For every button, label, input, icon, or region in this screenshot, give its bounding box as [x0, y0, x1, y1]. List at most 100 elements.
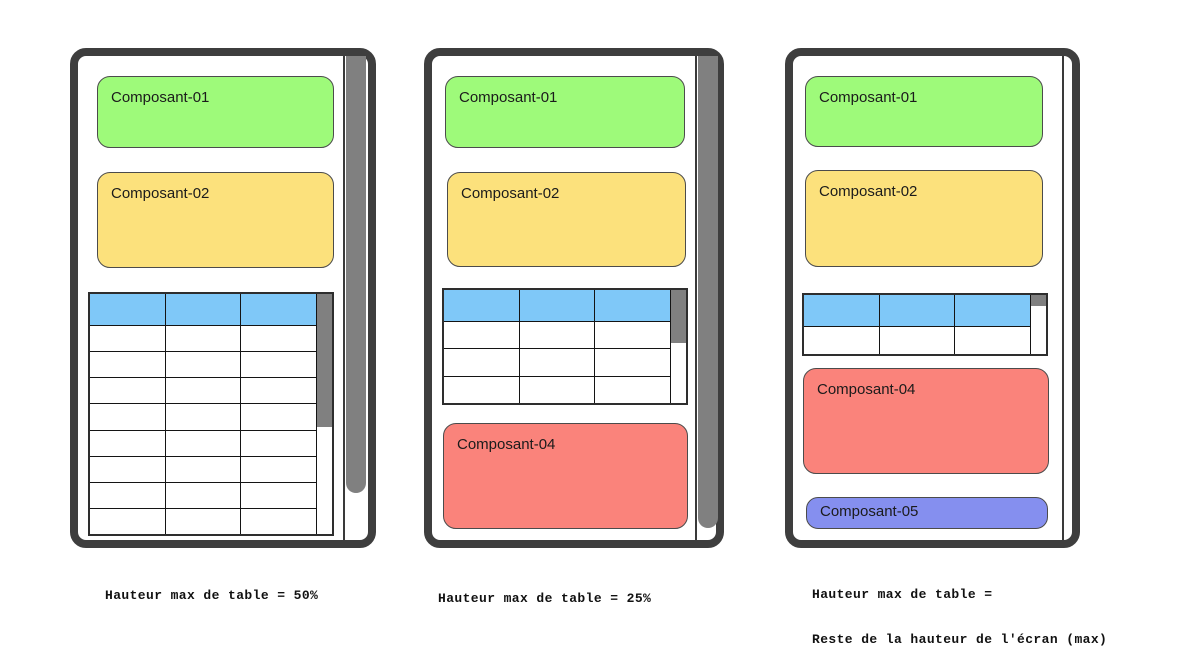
table-cell [444, 349, 519, 375]
table-cell [90, 431, 165, 456]
table-cell [90, 483, 165, 508]
table-cell [444, 377, 519, 403]
phone-frame-rest: Composant-01 Composant-02 Composant-04 C… [785, 48, 1080, 548]
table-header-cell [954, 295, 1030, 326]
table-row [90, 481, 316, 508]
table-header-cell [804, 295, 879, 326]
table-cell [240, 326, 316, 352]
table-cell [164, 430, 241, 456]
table-cell [240, 508, 316, 534]
table-cell [518, 322, 595, 349]
component-label: Composant-02 [111, 185, 210, 202]
caption-rest: Hauteur max de table = Reste de la haute… [812, 557, 1107, 662]
table-row [804, 326, 1030, 354]
phone-frame-50: Composant-01 Composant-02 [70, 48, 376, 548]
component-label: Composant-01 [459, 89, 558, 106]
table-cell [240, 352, 316, 378]
table-cell [240, 456, 316, 482]
table-cell [90, 378, 165, 403]
table-row [90, 455, 316, 482]
table-row [444, 321, 670, 349]
table-header-cell [594, 290, 670, 321]
table-cell [90, 457, 165, 482]
component-label: Composant-05 [820, 503, 919, 520]
wireframe-table [802, 293, 1048, 356]
table-cell [90, 326, 165, 351]
table-header-cell [90, 294, 165, 325]
table-cell [594, 322, 670, 349]
component-label: Composant-04 [817, 381, 916, 398]
screen-content: Composant-01 Composant-02 Composant-04 [432, 56, 718, 540]
table-cell [164, 352, 241, 378]
table-cell [90, 509, 165, 534]
component-box-04: Composant-04 [443, 423, 688, 529]
table-header-row [90, 294, 316, 325]
table-cell [90, 352, 165, 377]
table-cell [594, 376, 670, 403]
caption-line: Hauteur max de table = 50% [105, 588, 319, 603]
wireframe-table [442, 288, 688, 405]
table-cell [164, 456, 241, 482]
component-box-02: Composant-02 [97, 172, 334, 268]
table-header-cell [878, 295, 955, 326]
scrollbar-track-divider [343, 56, 345, 540]
component-box-04: Composant-04 [803, 368, 1049, 474]
table-header-row [804, 295, 1030, 326]
caption-line: Hauteur max de table = 25% [438, 591, 652, 606]
scrollbar-track-divider [695, 56, 697, 540]
table-cell [878, 327, 955, 354]
table-cell [240, 378, 316, 404]
table-scrollbar-thumb [671, 290, 686, 343]
table-row [90, 507, 316, 534]
caption-25: Hauteur max de table = 25% [438, 561, 651, 621]
component-box-05: Composant-05 [806, 497, 1048, 529]
table-cell [518, 376, 595, 403]
component-box-01: Composant-01 [445, 76, 685, 148]
table-scrollbar-track [670, 290, 686, 403]
screen-scrollbar-thumb [346, 56, 366, 493]
component-box-02: Composant-02 [805, 170, 1043, 267]
table-header-cell [518, 290, 595, 321]
table-cell [518, 349, 595, 376]
table-grid [804, 295, 1030, 354]
table-cell [164, 508, 241, 534]
table-cell [240, 404, 316, 430]
component-label: Composant-01 [819, 89, 918, 106]
table-cell [594, 349, 670, 376]
screen-content: Composant-01 Composant-02 [78, 56, 368, 540]
table-cell [444, 322, 519, 348]
table-cell [954, 327, 1030, 354]
table-row [444, 375, 670, 403]
caption-50: Hauteur max de table = 50% [105, 558, 318, 618]
table-cell [164, 326, 241, 352]
table-row [90, 429, 316, 456]
wireframe-table [88, 292, 334, 536]
table-scrollbar-track [316, 294, 332, 534]
table-cell [240, 430, 316, 456]
table-row [90, 403, 316, 430]
table-cell [804, 327, 879, 354]
table-row [90, 351, 316, 378]
table-row [90, 377, 316, 404]
table-cell [164, 482, 241, 508]
component-box-01: Composant-01 [805, 76, 1043, 147]
table-cell [164, 378, 241, 404]
caption-line: Reste de la hauteur de l'écran (max) [812, 632, 1108, 647]
component-box-02: Composant-02 [447, 172, 686, 267]
screen-scrollbar-thumb [698, 56, 718, 528]
table-header-row [444, 290, 670, 321]
table-grid [444, 290, 670, 403]
component-label: Composant-04 [457, 436, 556, 453]
table-header-cell [164, 294, 241, 325]
table-cell [240, 482, 316, 508]
component-label: Composant-01 [111, 89, 210, 106]
table-row [444, 348, 670, 376]
component-label: Composant-02 [819, 183, 918, 200]
phone-frame-25: Composant-01 Composant-02 Composant-04 [424, 48, 724, 548]
table-header-cell [444, 290, 519, 321]
table-cell [90, 404, 165, 429]
table-grid [90, 294, 316, 534]
table-cell [164, 404, 241, 430]
component-label: Composant-02 [461, 185, 560, 202]
screen-content: Composant-01 Composant-02 Composant-04 C… [793, 56, 1072, 540]
